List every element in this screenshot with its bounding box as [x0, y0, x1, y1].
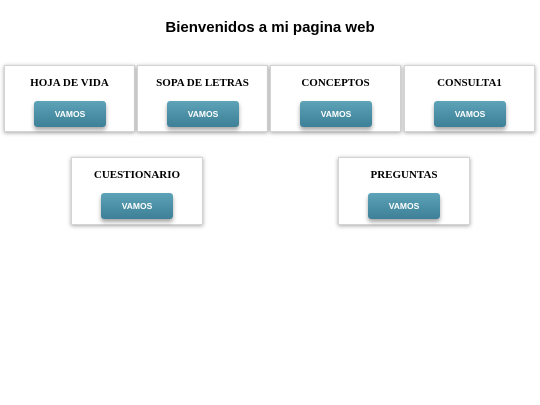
- card-title: CONCEPTOS: [301, 77, 370, 89]
- card-preguntas: PREGUNTAS VAMOS: [338, 157, 470, 225]
- vamos-button-hoja-de-vida[interactable]: VAMOS: [34, 101, 106, 127]
- vamos-button-sopa-de-letras[interactable]: VAMOS: [167, 101, 239, 127]
- card-title: CUESTIONARIO: [93, 169, 181, 181]
- vamos-button-cuestionario[interactable]: VAMOS: [101, 193, 173, 219]
- card-title: SOPA DE LETRAS: [156, 77, 249, 89]
- card-hoja-de-vida: HOJA DE VIDA VAMOS: [4, 65, 135, 132]
- page-title: Bienvenidos a mi pagina web: [165, 19, 375, 36]
- card-consulta1: CONSULTA1 VAMOS: [404, 65, 535, 132]
- vamos-button-preguntas[interactable]: VAMOS: [368, 193, 440, 219]
- card-title: CONSULTA1: [437, 77, 502, 89]
- card-title: HOJA DE VIDA: [30, 77, 109, 89]
- card-title: PREGUNTAS: [370, 169, 438, 181]
- vamos-button-conceptos[interactable]: VAMOS: [300, 101, 372, 127]
- card-cuestionario: CUESTIONARIO VAMOS: [71, 157, 203, 225]
- vamos-button-consulta1[interactable]: VAMOS: [434, 101, 506, 127]
- card-conceptos: CONCEPTOS VAMOS: [270, 65, 401, 132]
- card-sopa-de-letras: SOPA DE LETRAS VAMOS: [137, 65, 268, 132]
